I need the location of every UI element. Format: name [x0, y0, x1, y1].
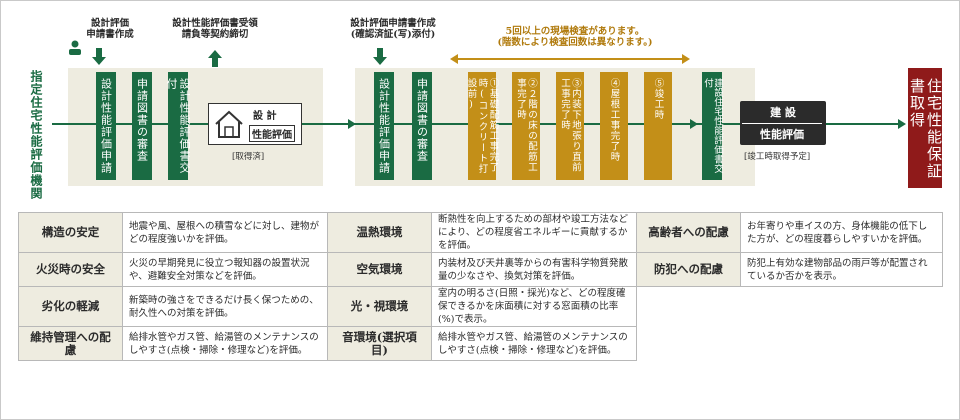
item-title: 高齢者への配慮	[636, 212, 741, 253]
flow-arrow-icon	[898, 119, 906, 129]
item-title: 空気環境	[327, 252, 432, 287]
item-desc: 火災の早期発見に役立つ報知器の設置状況や、避難安全対策などを評価。	[122, 252, 328, 287]
item-title: 火災時の安全	[18, 252, 123, 287]
design-mark-line2: 性能評価	[249, 125, 295, 142]
evaluation-table: 構造の安定 地震や風、屋根への積雪などに対し、建物がどの程度強いかを評価。 温熱…	[18, 212, 943, 361]
design-mark-caption: [取得済]	[232, 152, 265, 162]
item-title: 防犯への配慮	[636, 252, 741, 287]
table-row: 構造の安定 地震や風、屋根への積雪などに対し、建物がどの程度強いかを評価。 温熱…	[18, 212, 943, 253]
item-desc: 内装材及び天井裏等からの有害科学物質発散量の少なさや、換気対策を評価。	[431, 252, 637, 287]
org-label: 指定住宅性能評価機関	[29, 70, 43, 200]
person-icon	[69, 40, 81, 55]
step-build-issue: 建設住宅性能評価書交付	[702, 72, 723, 180]
build-mark: 建 設 性能評価	[740, 101, 826, 145]
table-row: 火災時の安全 火災の早期発見に役立つ報知器の設置状況や、避難安全対策などを評価。…	[18, 252, 943, 287]
up-arrow-icon	[208, 50, 222, 67]
inspection-bracket	[450, 54, 690, 64]
final-certificate: 住宅性能保証書取得	[908, 68, 943, 188]
table-row: 劣化の軽減 新築時の強さをできるだけ長く保つための、耐久性への対策を評価。 光・…	[18, 286, 943, 327]
item-title: 劣化の軽減	[18, 286, 123, 327]
inspection-5: ⑤竣工時	[644, 72, 672, 180]
inspection-2: ②２階の床の配筋工事完了時	[512, 72, 540, 180]
item-desc: 地震や風、屋根への積雪などに対し、建物がどの程度強いかを評価。	[122, 212, 328, 253]
empty-cell	[637, 287, 943, 361]
step-design-apply: 設計性能評価申請	[96, 72, 116, 180]
item-desc: 室内の明るさ(日照・採光)など、どの程度確保できるかを床面積に対する窓面積の比率…	[431, 286, 637, 327]
house-icon	[215, 110, 243, 138]
step-design-review: 申請図書の審査	[132, 72, 152, 180]
table-row: 維持管理への配慮 給排水管やガス管、給湯管のメンテナンスのしやすさ(点検・掃除・…	[18, 326, 943, 361]
build-mark-line1: 建 設	[770, 106, 796, 119]
inspection-4: ④屋根工事完了時	[600, 72, 628, 180]
build-mark-caption: [竣工時取得予定]	[744, 152, 811, 162]
down-arrow-icon	[373, 48, 387, 65]
flow-arrow-icon	[348, 119, 356, 129]
note-receive: 設計性能評価書受領 請負等契約締切	[172, 18, 258, 40]
design-mark-line1: 設 計	[253, 111, 277, 122]
item-title: 構造の安定	[18, 212, 123, 253]
note-apply-build: 設計評価申請書作成 (確認済証(写)添付)	[350, 18, 436, 40]
flow-arrow-icon	[690, 119, 698, 129]
item-desc: 給排水管やガス管、給湯管のメンテナンスのしやすさ(点検・掃除・修理など)を評価。	[122, 326, 328, 361]
item-desc: 断熱性を向上するための部材や竣工方法などにより、どの程度省エネルギーに貢献するか…	[431, 212, 637, 253]
design-mark: 設 計 性能評価	[208, 103, 302, 145]
item-title: 温熱環境	[327, 212, 432, 253]
item-desc: 防犯上有効な建物部品の雨戸等が配置されているか否かを表示。	[740, 252, 943, 287]
inspection-3: ③内装下地張り直前工事完了時	[556, 72, 584, 180]
item-desc: 新築時の強さをできるだけ長く保つための、耐久性への対策を評価。	[122, 286, 328, 327]
inspection-note: 5回以上の現場検査があります。 (階数により検査回数は異なります。)	[497, 26, 653, 48]
item-title: 音環境(選択項目)	[327, 326, 432, 361]
step-build-review: 申請図書の審査	[412, 72, 432, 180]
item-title: 維持管理への配慮	[18, 326, 123, 361]
step-build-apply: 設計性能評価申請	[374, 72, 394, 180]
inspection-1: ①基礎配筋工事完了時(コンクリート打設前)	[466, 72, 499, 180]
item-desc: 給排水管やガス管、給湯管のメンテナンスのしやすさ(点検・掃除・修理など)を評価。	[431, 326, 637, 361]
build-mark-line2: 性能評価	[742, 123, 822, 142]
step-design-issue: 設計性能評価書交付	[165, 72, 191, 180]
item-title: 光・視環境	[327, 286, 432, 327]
item-desc: お年寄りや車イスの方、身体機能の低下した方が、どの程度暮らしやすいかを評価。	[740, 212, 943, 253]
down-arrow-icon	[92, 48, 106, 65]
note-apply-design: 設計評価 申請書作成	[86, 18, 134, 40]
